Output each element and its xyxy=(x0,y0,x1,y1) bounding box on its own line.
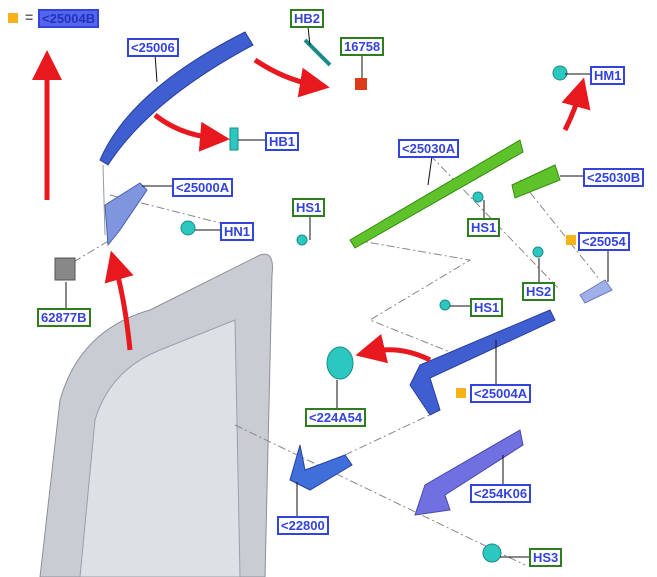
part-25000a-bracket xyxy=(104,182,148,247)
door-window-frame xyxy=(79,319,241,577)
part-62877b-hinge xyxy=(54,257,76,281)
red-arrows xyxy=(32,50,591,364)
label-hm1[interactable]: HM1 xyxy=(590,66,626,85)
label-25030b[interactable]: <25030B xyxy=(583,168,645,187)
label-16758[interactable]: 16758 xyxy=(340,37,385,56)
fasteners xyxy=(180,38,568,563)
label-62877b[interactable]: 62877B xyxy=(37,308,91,327)
label-hs1-left[interactable]: HS1 xyxy=(292,198,326,217)
part-254k06-trim xyxy=(414,429,524,516)
label-hn1[interactable]: HN1 xyxy=(220,222,255,241)
label-25000a[interactable]: <25000A xyxy=(172,178,234,197)
legend-equals: = xyxy=(25,9,34,25)
highlight-marker-icon xyxy=(456,388,466,398)
part-25054-bracket xyxy=(579,279,613,304)
label-hb1[interactable]: HB1 xyxy=(265,132,300,151)
part-25004a-rail xyxy=(409,309,556,416)
label-hs2[interactable]: HS2 xyxy=(522,282,556,301)
label-hs1-mid[interactable]: HS1 xyxy=(467,218,501,237)
part-25030b-cover xyxy=(511,164,561,199)
highlight-marker-icon xyxy=(8,13,18,23)
label-hb2[interactable]: HB2 xyxy=(290,9,325,28)
label-25006[interactable]: <25006 xyxy=(127,38,179,57)
label-25054[interactable]: <25054 xyxy=(578,232,630,251)
label-254k06[interactable]: <254K06 xyxy=(470,484,532,503)
label-25030a[interactable]: <25030A xyxy=(398,139,460,158)
label-224a54[interactable]: <224A54 xyxy=(305,408,367,427)
part-22800-hinge xyxy=(289,444,353,491)
part-16758-clip xyxy=(355,78,367,90)
part-25030a-rail xyxy=(349,139,524,249)
part-25006-rail xyxy=(99,31,254,166)
legend-part-25004b[interactable]: <25004B xyxy=(38,9,100,28)
leader-lines xyxy=(65,26,609,558)
label-hs3[interactable]: HS3 xyxy=(529,548,563,567)
label-25004a[interactable]: <25004A xyxy=(470,384,532,403)
highlight-marker-icon xyxy=(566,235,576,245)
label-hs1-lower[interactable]: HS1 xyxy=(470,298,504,317)
label-22800[interactable]: <22800 xyxy=(277,516,329,535)
